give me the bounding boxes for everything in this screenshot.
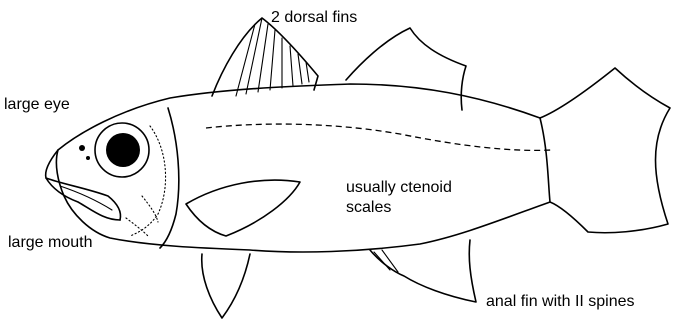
eye-pupil	[106, 133, 140, 167]
label-scales-line2: scales	[346, 198, 452, 218]
anal-fin	[370, 240, 476, 302]
gill-cover-line	[160, 108, 179, 248]
nostril	[79, 145, 85, 151]
label-scales: usually ctenoid scales	[346, 178, 452, 218]
label-large-mouth: large mouth	[8, 233, 93, 252]
label-scales-line1: usually ctenoid	[346, 178, 452, 198]
pectoral-fin	[186, 180, 300, 236]
label-large-eye: large eye	[4, 95, 70, 114]
second-dorsal-fin	[346, 28, 466, 110]
lateral-line	[206, 124, 552, 150]
mouth-lower-jaw	[46, 178, 120, 220]
first-dorsal-fin	[212, 18, 318, 96]
pelvic-fin	[202, 254, 250, 318]
label-dorsal-fins: 2 dorsal fins	[271, 8, 357, 27]
label-anal-fin: anal fin with II spines	[486, 292, 635, 311]
